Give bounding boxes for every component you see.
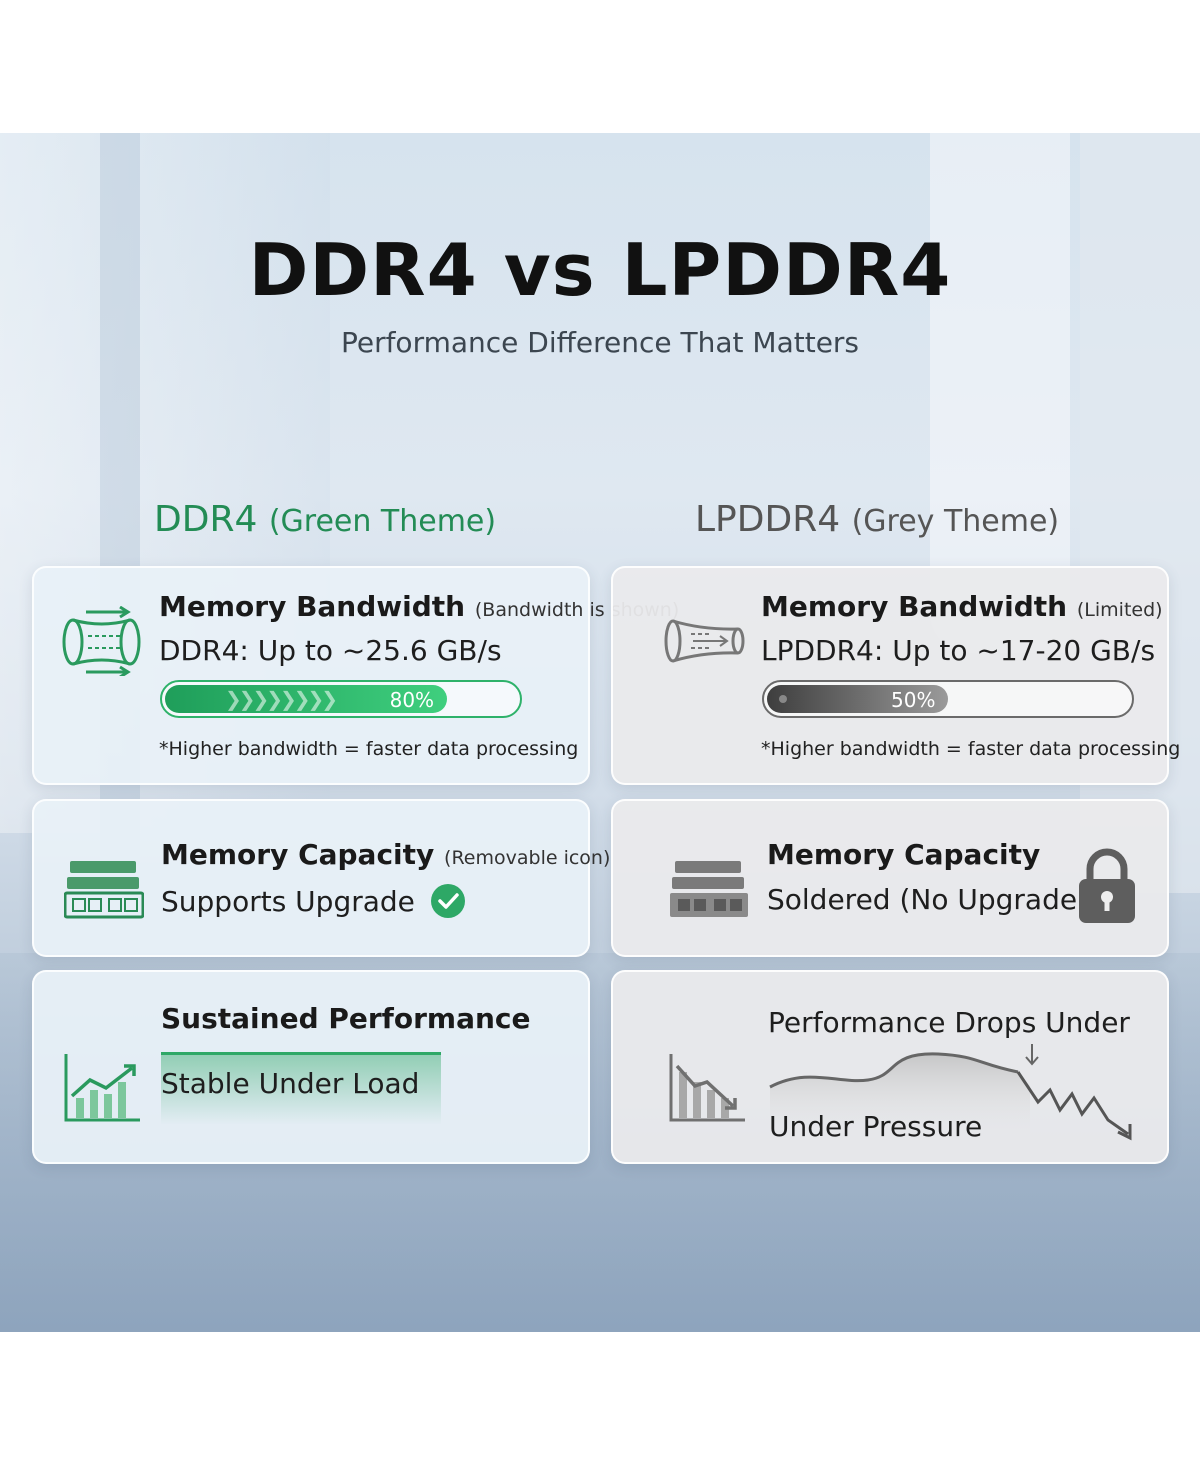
ddr4-sustained-card: Sustained Performance Stable Under Load (32, 970, 590, 1164)
lpddr4-sustained-card: Performance Drops Under Under Pressure (611, 970, 1169, 1164)
bar-dot-icon (779, 695, 787, 703)
falling-chart-icon (669, 1054, 745, 1122)
ddr4-capacity-title: Memory Capacity (Removable icon) (161, 838, 610, 871)
stable-highlight (161, 1052, 441, 1125)
ddr4-capacity-value-text: Supports Upgrade (161, 885, 415, 918)
lpddr4-capacity-title: Memory Capacity (767, 838, 1041, 871)
ram-module-icon (64, 861, 144, 919)
lpddr4-sustained-line1: Performance Drops Under (768, 1006, 1130, 1039)
ddr4-bandwidth-card: Memory Bandwidth (Bandwidth is shown) DD… (32, 566, 679, 785)
lpddr4-sustained-line2: Under Pressure (769, 1110, 983, 1143)
ddr4-bandwidth-title-text: Memory Bandwidth (159, 590, 466, 623)
padlock-icon (1079, 848, 1135, 923)
ddr4-column-header: DDR4 (Green Theme) (154, 499, 496, 540)
lpddr4-capacity-card: Memory Capacity Soldered (No Upgrade) (611, 799, 1169, 957)
narrow-pipe-icon (664, 619, 745, 663)
lpddr4-column-header: LPDDR4 (Grey Theme) (695, 499, 1059, 540)
lpddr4-bandwidth-title: Memory Bandwidth (Limited) (761, 590, 1163, 623)
ddr4-capacity-card: Memory Capacity (Removable icon) Support… (32, 799, 610, 957)
performance-wave-graphic (769, 1044, 1132, 1141)
ddr4-name: DDR4 (154, 499, 258, 540)
ddr4-bandwidth-value: DDR4: Up to ~25.6 GB/s (159, 634, 502, 667)
lpddr4-capacity-value: Soldered (No Upgrade) (767, 883, 1089, 916)
ddr4-bandwidth-title: Memory Bandwidth (Bandwidth is shown) (159, 590, 679, 623)
ddr4-bandwidth-bar: ❯❯❯❯❯❯❯❯ 80% (160, 680, 522, 718)
ddr4-capacity-note: (Removable icon) (444, 847, 611, 869)
lpddr4-bandwidth-value: LPDDR4: Up to ~17-20 GB/s (761, 634, 1156, 667)
ram-module-icon (670, 861, 748, 917)
page-subtitle: Performance Difference That Matters (340, 326, 860, 359)
lpddr4-name: LPDDR4 (695, 499, 841, 540)
lpddr4-bandwidth-bar: 50% (762, 680, 1134, 718)
chevron-arrows-icon: ❯❯❯❯❯❯❯❯ (225, 687, 338, 711)
lpddr4-bandwidth-fill (767, 685, 948, 713)
background-banner: DDR4 vs LPDDR4 Performance Difference Th… (0, 133, 1200, 1332)
lpddr4-theme-note: (Grey Theme) (851, 504, 1060, 539)
ddr4-bandwidth-footnote: *Higher bandwidth = faster data processi… (159, 738, 579, 760)
lpddr4-bandwidth-title-text: Memory Bandwidth (761, 590, 1068, 623)
lpddr4-bandwidth-card: Memory Bandwidth (Limited) LPDDR4: Up to… (611, 566, 1180, 785)
ddr4-sustained-value: Stable Under Load (161, 1067, 420, 1100)
page-title: DDR4 vs LPDDR4 (248, 228, 952, 312)
check-circle-icon (430, 884, 465, 918)
ddr4-capacity-value: Supports Upgrade (161, 883, 466, 919)
ddr4-bandwidth-percent: 80% (389, 688, 435, 712)
lpddr4-bandwidth-footnote: *Higher bandwidth = faster data processi… (761, 738, 1181, 760)
rising-chart-icon (64, 1054, 140, 1122)
data-flow-icon (62, 606, 141, 676)
lpddr4-bandwidth-percent: 50% (891, 688, 936, 712)
ddr4-theme-note: (Green Theme) (268, 504, 497, 539)
ddr4-bandwidth-fill: ❯❯❯❯❯❯❯❯ (165, 685, 447, 713)
ddr4-sustained-title: Sustained Performance (161, 1002, 531, 1035)
ddr4-capacity-title-text: Memory Capacity (161, 838, 435, 871)
lpddr4-bandwidth-note: (Limited) (1076, 599, 1163, 621)
